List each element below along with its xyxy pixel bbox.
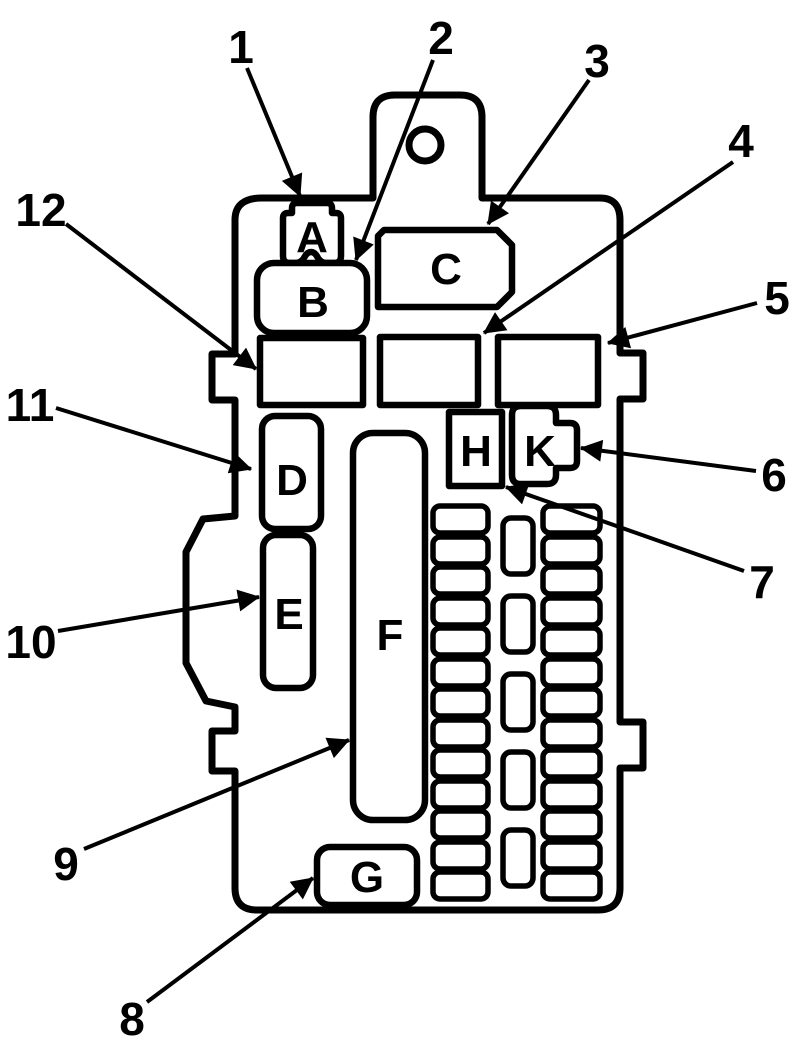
callout-numbers: 1 2 3 4 5 6 7 8 9 10 11 12 xyxy=(5,12,789,1045)
fuse-slot xyxy=(430,503,491,536)
fuse-slot xyxy=(540,656,603,689)
block-f-outline xyxy=(349,429,429,824)
fuse-slot xyxy=(430,595,491,628)
callout-10-number: 10 xyxy=(5,616,56,668)
fuse-slot xyxy=(540,717,603,750)
callout-9-arrow xyxy=(83,737,351,851)
block-h: H xyxy=(445,408,506,490)
fuse-slot xyxy=(430,808,491,841)
connector-k: K xyxy=(508,402,581,488)
block-g-label: G xyxy=(350,853,384,902)
block-c-outline xyxy=(374,226,516,311)
fuse-slot xyxy=(540,686,603,719)
fuse-slot xyxy=(540,778,603,811)
fuse-slot xyxy=(540,534,603,567)
connector-a-label: A xyxy=(296,213,328,262)
fuse-slot xyxy=(540,564,603,597)
fuse-slot xyxy=(540,625,603,658)
callout-11-number: 11 xyxy=(6,379,55,431)
fuse-slot xyxy=(430,656,491,689)
block-b: B xyxy=(253,259,371,337)
block-d: D xyxy=(258,412,325,533)
fuse-slot xyxy=(430,534,491,567)
block-h-label: H xyxy=(460,427,492,476)
fuse-slot xyxy=(430,778,491,811)
fuse-slot xyxy=(540,839,603,872)
relay-slot-middle xyxy=(376,333,482,409)
block-e-outline xyxy=(259,531,317,692)
block-f: F xyxy=(349,429,429,824)
block-e: E xyxy=(259,531,317,692)
callout-1-arrow xyxy=(245,67,303,198)
block-b-label: B xyxy=(297,278,329,327)
callout-1-number: 1 xyxy=(228,21,254,73)
connector-k-label: K xyxy=(524,427,556,476)
fuse-slot xyxy=(540,869,603,902)
callout-8-number: 8 xyxy=(119,993,145,1045)
fuse-slot xyxy=(430,839,491,872)
fuse-slot xyxy=(430,564,491,597)
callout-5-arrow xyxy=(606,301,758,349)
fuse-slot xyxy=(540,595,603,628)
callout-6-number: 6 xyxy=(761,449,787,501)
fuse-slot xyxy=(500,515,536,577)
block-g-outline xyxy=(313,843,421,909)
block-d-label: D xyxy=(276,456,308,505)
fuse-slot xyxy=(540,747,603,780)
block-d-outline xyxy=(258,412,325,533)
callout-7-number: 7 xyxy=(749,556,775,608)
callout-10-arrow xyxy=(57,589,261,633)
callout-12-number: 12 xyxy=(15,184,66,236)
block-e-label: E xyxy=(274,590,303,639)
callout-2-number: 2 xyxy=(428,12,454,64)
callout-4-number: 4 xyxy=(728,115,754,167)
relay-slot-right xyxy=(494,333,602,409)
fuse-slot xyxy=(540,808,603,841)
callout-11-arrow xyxy=(55,406,253,474)
fuse-slot xyxy=(430,625,491,658)
block-c: C xyxy=(374,226,516,311)
fuse-slot xyxy=(500,671,536,733)
callout-2-arrow xyxy=(353,59,435,262)
fuse-slot xyxy=(500,593,536,655)
fuse-column-right xyxy=(540,503,603,902)
block-b-outline xyxy=(253,259,371,337)
callout-4-arrow xyxy=(482,160,735,335)
callout-9-number: 9 xyxy=(53,838,79,890)
block-g: G xyxy=(313,843,421,909)
callout-7-arrow xyxy=(504,483,745,573)
callout-5-number: 5 xyxy=(764,272,790,324)
fuse-slot xyxy=(500,827,536,889)
fuse-slot xyxy=(500,749,536,811)
fuse-column-left xyxy=(430,503,491,902)
fuse-slot xyxy=(430,686,491,719)
block-c-label: C xyxy=(430,245,462,294)
callout-8-arrow xyxy=(145,876,315,1004)
mounting-hole xyxy=(405,125,445,165)
fuse-slot xyxy=(430,717,491,750)
connector-a: A xyxy=(279,199,345,267)
callout-arrows xyxy=(55,59,758,1004)
block-f-label: F xyxy=(377,611,404,660)
fuse-slot xyxy=(430,869,491,902)
relay-slot-left xyxy=(256,334,367,409)
callout-3-arrow xyxy=(486,78,591,226)
block-h-outline xyxy=(445,408,506,490)
callout-12-arrow xyxy=(64,222,258,371)
fuse-slot xyxy=(430,747,491,780)
connector-k-outline xyxy=(508,402,581,488)
callout-6-arrow xyxy=(579,439,757,473)
callout-3-number: 3 xyxy=(584,35,610,87)
fuse-column-middle xyxy=(500,515,536,889)
